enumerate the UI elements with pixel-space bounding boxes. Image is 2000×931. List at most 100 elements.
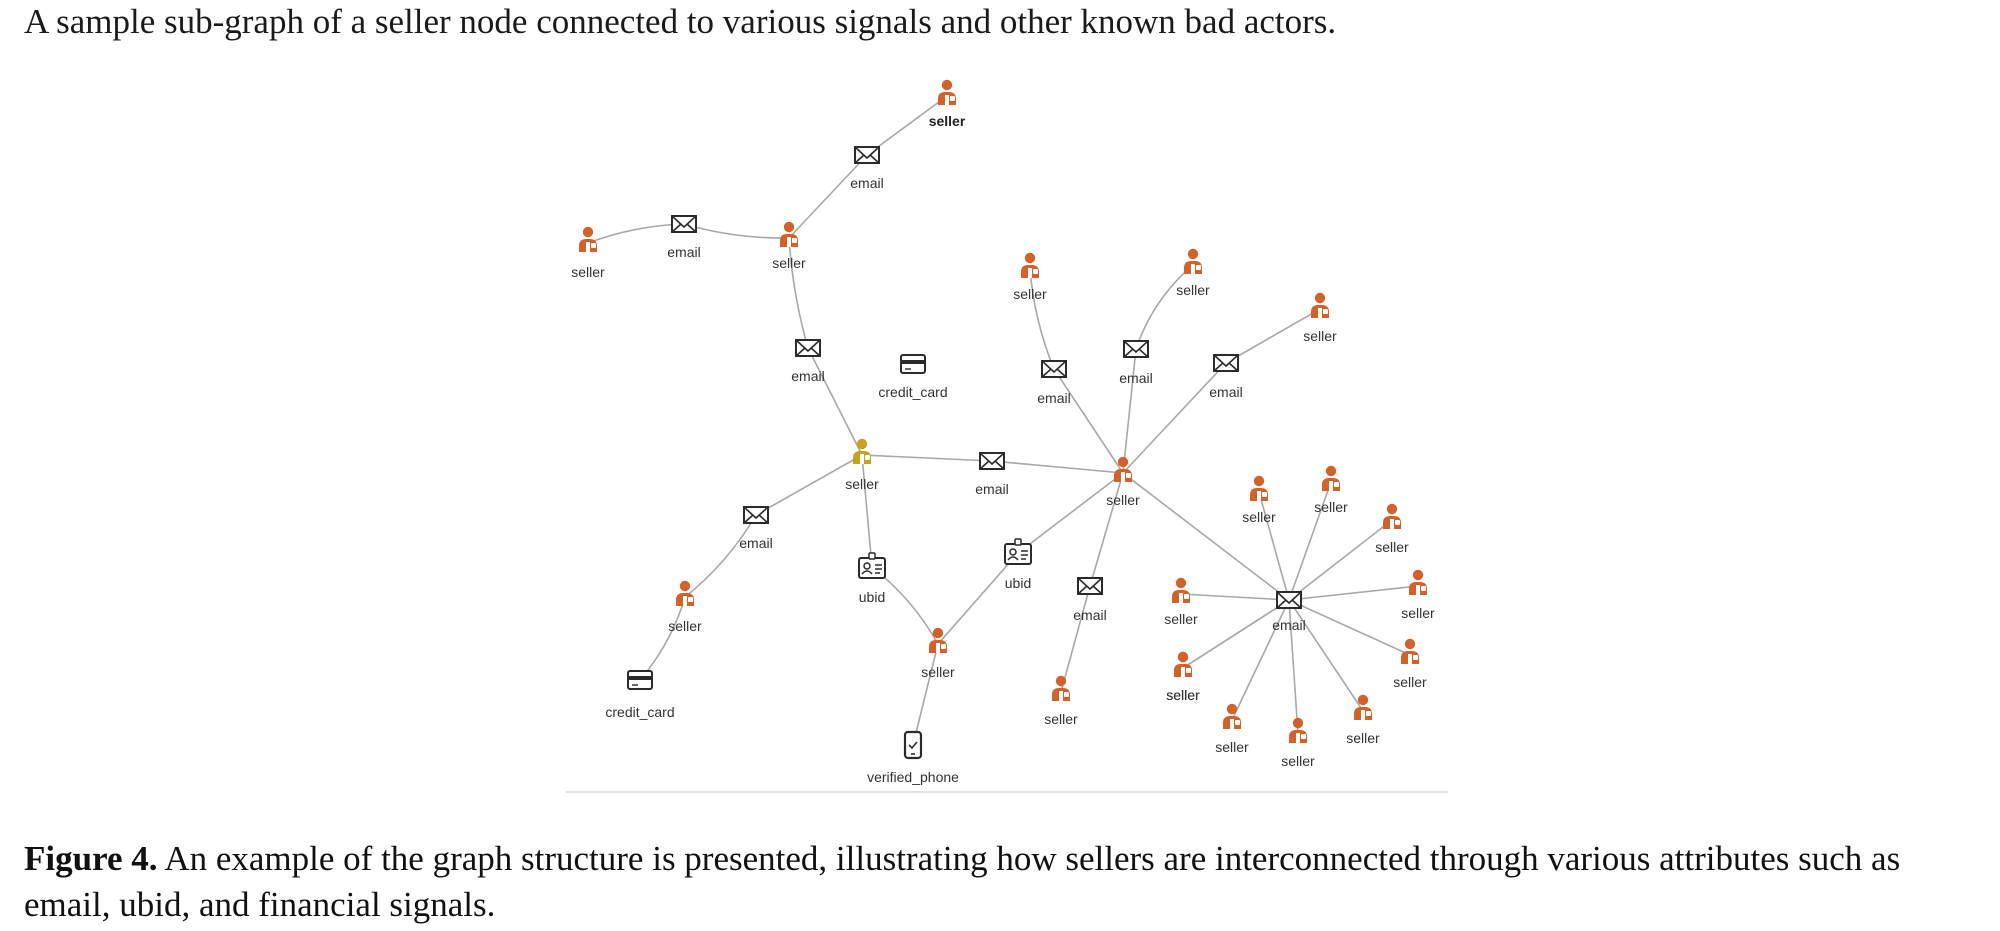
node-label: seller [1013,286,1047,302]
id-badge-icon [858,552,886,579]
seller-icon [1021,252,1039,278]
edge-s2-e3 [788,237,809,349]
seller-icon [579,226,597,252]
node-label: seller [1164,611,1198,627]
envelope-icon [979,452,1005,470]
node-label: seller [1393,674,1427,690]
edge-hub-e9 [1089,472,1124,587]
node-seller-hub: seller [1106,456,1140,508]
node-seller-s3: seller [571,226,605,280]
node-label: seller [1242,509,1276,525]
node-email-e11: email [1272,591,1306,633]
node-seller-s10: seller [1044,675,1078,727]
graph-nodes: seller email seller email seller email credit_… [571,79,1435,785]
node-label: ubid [1005,575,1031,591]
seller-icon [1383,503,1401,529]
node-label: seller [571,264,605,280]
node-label: email [1119,370,1152,386]
seller-icon [1250,475,1268,501]
node-label: email [791,368,824,384]
seller-icon [1052,675,1070,701]
edge-e2-s3 [587,223,685,244]
node-ubid-u1: ubid [858,552,886,605]
node-label: seller [845,476,879,492]
node-label: ubid [859,589,885,605]
node-seller-r1: seller [1164,577,1198,627]
node-verified-phone-vp: verified_phone [867,730,959,785]
node-email-e2: email [667,215,701,260]
seller-icon [938,79,956,105]
edge-e6-s6 [1029,268,1055,370]
node-seller-r8: seller [1215,703,1249,755]
node-seller-s0: seller [845,438,879,492]
edge-e3-s0 [807,347,863,456]
top-caption: A sample sub-graph of a seller node conn… [24,2,1337,41]
edge-e11-r4 [1288,519,1393,601]
node-label: email [1272,617,1305,633]
seller-icon [853,438,871,464]
node-label: seller [1375,539,1409,555]
node-credit-card-cc1: credit_card [878,354,948,400]
node-label: seller [921,664,955,680]
envelope-icon [1276,591,1302,609]
seller-icon [1223,703,1241,729]
node-label: seller [1314,499,1348,515]
edge-e7-s7 [1135,264,1194,350]
edge-e11-r8 [1231,599,1290,721]
edge-hub-e11 [1122,472,1290,601]
seller-icon [1172,577,1190,603]
edge-e5-hub [991,460,1124,474]
node-email-e5: email [975,452,1009,497]
node-email-e1: email [850,146,884,191]
node-email-e9: email [1073,577,1107,623]
node-seller-r5: seller [1393,638,1427,690]
seller-icon [1401,638,1419,664]
node-seller-r2: seller [1242,475,1276,525]
edge-s5-u2 [937,552,1019,645]
node-credit-card-cc2: credit_card [605,670,675,720]
phone-icon [903,730,923,760]
edge-e11-r2 [1258,491,1290,601]
node-label: verified_phone [867,769,959,785]
node-seller-r4: seller [1375,503,1409,555]
node-label: seller [772,255,806,271]
edge-e11-r1 [1180,593,1290,601]
node-email-e4: email [739,506,773,551]
node-seller-s1: seller [929,79,966,129]
edge-e1-s2 [788,154,868,239]
node-label: seller [1281,753,1315,769]
node-email-e6: email [1037,360,1071,406]
seller-icon [929,627,947,653]
node-label: seller [1166,687,1200,703]
node-label: seller [1303,328,1337,344]
node-seller-r6: seller [1346,694,1380,746]
figure-caption: Figure 4. An example of the graph struct… [24,836,1984,928]
envelope-icon [1213,354,1239,372]
node-label: seller [1346,730,1380,746]
edge-hub-e7 [1122,348,1137,474]
node-seller-r3: seller [1314,465,1348,515]
node-seller-r10: seller [1166,651,1200,703]
node-label: email [1037,390,1070,406]
envelope-icon [1077,577,1103,595]
node-seller-s6: seller [1013,252,1047,302]
edge-hub-e6 [1053,368,1124,474]
id-badge-icon [1004,538,1032,565]
figure-caption-label: Figure 4. [24,839,158,878]
node-label: seller [1106,492,1140,508]
seller-icon [1114,456,1132,482]
node-label: seller [1166,687,1200,703]
envelope-icon [1041,360,1067,378]
node-label: credit_card [605,704,674,720]
node-label: credit_card [878,384,947,400]
edge-s0-u1 [861,454,873,568]
envelope-icon [854,146,880,164]
node-label: email [850,175,883,191]
node-seller-s5: seller [921,627,955,680]
envelope-icon [671,215,697,233]
node-email-e3: email [791,339,825,384]
edge-e11-r6 [1288,599,1364,712]
node-seller-s2: seller [772,221,806,271]
seller-icon [1174,651,1192,677]
seller-icon [1322,465,1340,491]
